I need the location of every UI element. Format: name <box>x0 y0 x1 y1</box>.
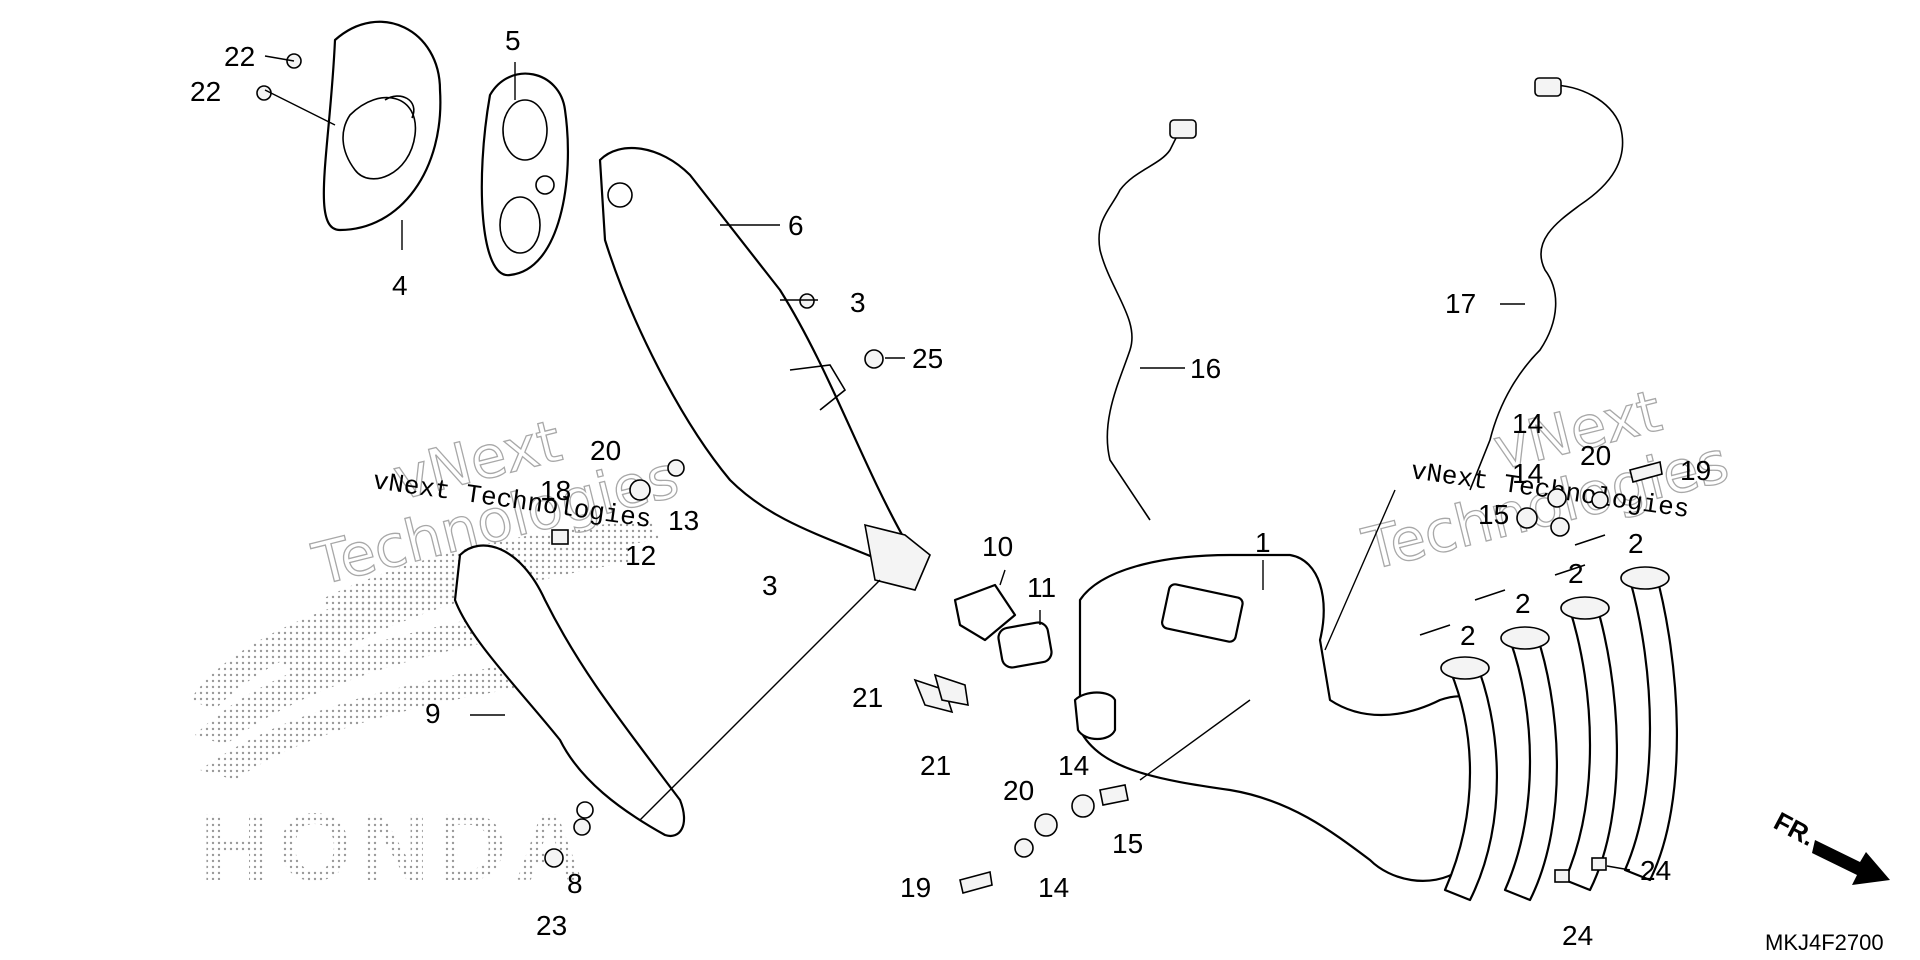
callout-17: 17 <box>1445 288 1476 319</box>
exhaust-studs <box>1419 534 1606 636</box>
callout-15: 15 <box>1478 499 1509 530</box>
callout-19: 19 <box>1680 455 1711 486</box>
callout-1: 1 <box>1255 527 1271 558</box>
exhaust-joint-gasket <box>997 621 1053 669</box>
callout-11: 11 <box>1027 572 1056 603</box>
callout-20: 20 <box>1003 775 1034 806</box>
callout-24: 24 <box>1640 855 1671 886</box>
front-marker-text: FR. <box>1769 806 1820 852</box>
o2-sensor-cable-16 <box>1098 129 1181 521</box>
callout-3: 3 <box>762 570 778 601</box>
muffler-heat-guard <box>453 544 686 838</box>
leader-lines <box>264 55 1631 871</box>
callout-9: 9 <box>425 698 441 729</box>
callout-22: 22 <box>224 41 255 72</box>
callout-3: 3 <box>850 287 866 318</box>
front-direction-arrow-icon: FR. <box>1769 806 1890 885</box>
callout-21: 21 <box>920 750 951 781</box>
callout-2: 2 <box>1568 558 1584 589</box>
callout-24: 24 <box>1562 920 1593 951</box>
callout-10: 10 <box>982 531 1013 562</box>
callout-16: 16 <box>1190 353 1221 384</box>
watermark-right: vNext Technologies vNext Technologies <box>1355 376 1735 585</box>
diagram-code: MKJ4F2700 <box>1765 930 1884 955</box>
callout-15: 15 <box>1112 828 1143 859</box>
honda-logo-text: HONDA <box>200 794 592 901</box>
callout-6: 6 <box>788 210 804 241</box>
callout-22: 22 <box>190 76 221 107</box>
callout-14: 14 <box>1058 750 1089 781</box>
callout-18: 18 <box>540 475 571 506</box>
exhaust-pipe-assembly <box>1073 553 1485 882</box>
callout-12: 12 <box>625 540 656 571</box>
o2-sensor-connector-17-icon <box>1534 77 1562 97</box>
callout-2: 2 <box>1628 528 1644 559</box>
callout-14: 14 <box>1512 458 1543 489</box>
callout-25: 25 <box>912 343 943 374</box>
clamp-bolts <box>913 673 969 714</box>
callout-2: 2 <box>1515 588 1531 619</box>
header-pipes <box>1440 566 1678 902</box>
exhaust-clamp <box>953 583 1017 642</box>
callout-14: 14 <box>1038 872 1069 903</box>
callout-14: 14 <box>1512 408 1543 439</box>
small-hardware <box>256 53 1663 894</box>
o2-sensor-connector-icon <box>1169 119 1197 139</box>
muffler-end-cover <box>322 20 442 232</box>
callout-4: 4 <box>392 270 408 301</box>
callout-2: 2 <box>1460 620 1476 651</box>
o2-sensor-cable-17 <box>1469 84 1624 491</box>
callout-20: 20 <box>590 435 621 466</box>
callout-5: 5 <box>505 25 521 56</box>
callout-labels: 22 22 5 4 6 3 25 20 18 13 12 3 10 11 16 … <box>190 25 1711 951</box>
callout-21: 21 <box>852 682 883 713</box>
muffler-body <box>598 146 931 591</box>
callout-23: 23 <box>536 910 567 941</box>
honda-wing-logo-icon: HONDA <box>190 520 660 901</box>
callout-19: 19 <box>900 872 931 903</box>
callout-13: 13 <box>668 505 699 536</box>
callout-20: 20 <box>1580 440 1611 471</box>
end-cover-gasket <box>480 72 570 277</box>
callout-8: 8 <box>567 868 583 899</box>
